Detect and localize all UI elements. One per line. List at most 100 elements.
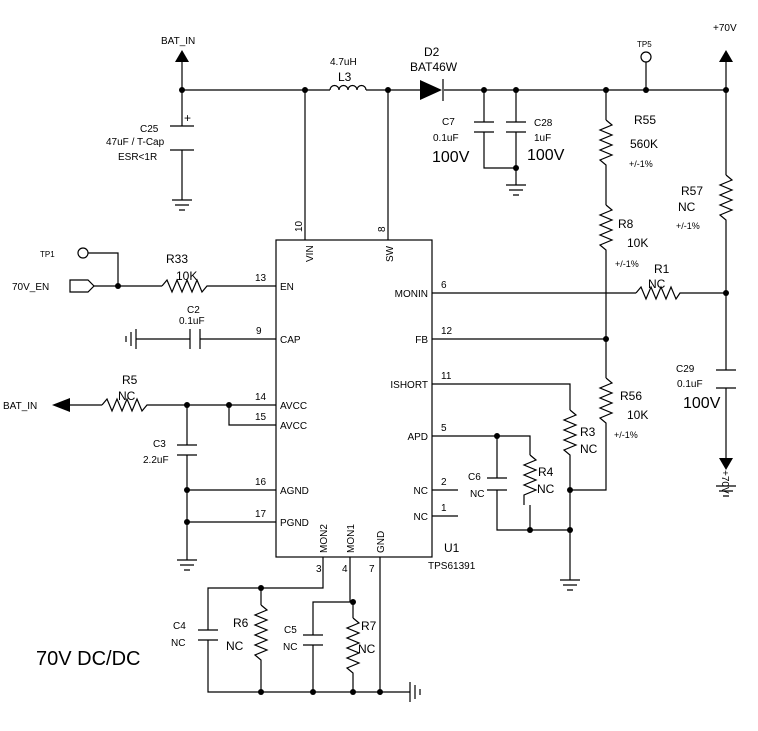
r56-tol: +/-1% xyxy=(614,430,638,440)
c5-ref: C5 xyxy=(284,625,297,636)
components xyxy=(101,79,736,678)
c3-value: 2.2uF xyxy=(143,455,169,466)
ground-icon-cap xyxy=(125,329,137,349)
resistor-r4-icon xyxy=(522,454,538,505)
cap-c3-icon xyxy=(177,444,197,456)
tp5-icon xyxy=(640,51,652,63)
component-labels: 4.7uH L3 D2 BAT46W + C25 47uF / T-Cap ES… xyxy=(106,45,721,656)
net-bat-in-top: BAT_IN xyxy=(161,36,195,47)
r57-tol: +/-1% xyxy=(676,221,700,231)
pin-monin-name: MONIN xyxy=(395,289,428,300)
pin-agnd-name: AGND xyxy=(280,486,309,497)
ground-icon-mon xyxy=(409,682,421,702)
r6-value: NC xyxy=(226,639,244,653)
pin-cap-name: CAP xyxy=(280,335,301,346)
junction-dots xyxy=(115,87,729,695)
resistor-r5-icon xyxy=(101,397,152,413)
pin-ishort-num: 11 xyxy=(441,371,452,382)
pin-agnd-num: 16 xyxy=(255,477,267,488)
net-tp5: TP5 xyxy=(637,40,652,49)
net-tp1: TP1 xyxy=(40,250,55,259)
r1-value: NC xyxy=(648,277,666,291)
r3-value: NC xyxy=(580,442,598,456)
c2-ref: C2 xyxy=(187,305,200,316)
net-70v-bottom: +70V xyxy=(719,470,730,494)
c4-value: NC xyxy=(171,638,185,649)
pin-nc2-num: 2 xyxy=(441,477,447,488)
net-bat-in-left: BAT_IN xyxy=(3,401,37,412)
net-70v-en: 70V_EN xyxy=(12,282,49,293)
cap-c4-icon xyxy=(198,629,218,641)
r55-tol: +/-1% xyxy=(629,159,653,169)
r55-ref: R55 xyxy=(634,113,656,127)
ground-icon-c29 xyxy=(716,485,736,497)
r56-ref: R56 xyxy=(620,389,642,403)
ground-icon-c25 xyxy=(172,199,192,211)
ic-ref: U1 xyxy=(444,541,460,555)
c6-ref: C6 xyxy=(468,472,481,483)
resistor-r1-icon xyxy=(635,285,684,301)
cap-c5-icon xyxy=(303,634,323,646)
c7-voltage: 100V xyxy=(432,149,470,166)
pin-pgnd-num: 17 xyxy=(255,509,267,520)
pin-sw-name: SW xyxy=(385,245,396,262)
r6-ref: R6 xyxy=(233,616,249,630)
r57-ref: R57 xyxy=(681,184,703,198)
wires xyxy=(70,62,727,693)
resistor-r6-icon xyxy=(253,604,269,665)
c28-ref: C28 xyxy=(534,118,553,129)
r8-ref: R8 xyxy=(618,217,634,231)
ground-icon-apd xyxy=(560,579,580,591)
c6-value: NC xyxy=(470,489,484,500)
pin-ishort-name: ISHORT xyxy=(390,380,428,391)
resistor-r55-icon xyxy=(598,119,614,175)
resistor-r7-icon xyxy=(345,617,361,678)
c29-voltage: 100V xyxy=(683,395,721,412)
ground-icon-c3 xyxy=(177,559,197,571)
c4-ref: C4 xyxy=(173,621,186,632)
ic-u1: U1 TPS61391 VIN 10 SW 8 EN 13 CAP 9 AVCC… xyxy=(255,220,476,575)
r8-value: 10K xyxy=(627,236,648,250)
d2-value: BAT46W xyxy=(410,60,458,74)
cap-c28-icon xyxy=(506,121,526,133)
r3-ref: R3 xyxy=(580,425,596,439)
diagram-title: 70V DC/DC xyxy=(36,648,140,670)
pin-en-num: 13 xyxy=(255,273,267,284)
c29-value: 0.1uF xyxy=(677,379,703,390)
resistor-r57-icon xyxy=(718,174,734,230)
pin-mon2-num: 3 xyxy=(316,564,322,575)
c28-voltage: 100V xyxy=(527,147,565,164)
pin-avcc2-num: 15 xyxy=(255,412,267,423)
c25-ref: C25 xyxy=(140,124,159,135)
r5-ref: R5 xyxy=(122,373,138,387)
cap-c2-icon xyxy=(189,329,201,349)
c7-ref: C7 xyxy=(442,117,455,128)
pin-en-name: EN xyxy=(280,282,294,293)
pin-monin-num: 6 xyxy=(441,280,447,291)
ic-part: TPS61391 xyxy=(428,561,476,572)
r7-ref: R7 xyxy=(361,619,377,633)
c28-value: 1uF xyxy=(534,133,551,144)
bat-in-left-arrow-icon xyxy=(52,398,70,412)
diode-d2-icon xyxy=(420,80,442,100)
r57-value: NC xyxy=(678,200,696,214)
c29-ref: C29 xyxy=(676,364,695,375)
resistor-r33-icon xyxy=(161,278,212,294)
pin-sw-num: 8 xyxy=(377,226,388,232)
c5-value: NC xyxy=(283,642,297,653)
resistor-r8-icon xyxy=(598,204,614,262)
pin-nc2-name: NC xyxy=(414,486,428,497)
r5-value: NC xyxy=(118,389,136,403)
cap-c7-icon xyxy=(474,121,494,133)
pin-vin-name: VIN xyxy=(305,245,316,262)
pin-gnd-name: GND xyxy=(376,531,387,553)
c3-ref: C3 xyxy=(153,439,166,450)
resistor-r56-icon xyxy=(598,377,614,432)
c25-extra: ESR<1R xyxy=(118,152,157,163)
pin-avcc2-name: AVCC xyxy=(280,421,307,432)
pin-avcc1-num: 14 xyxy=(255,392,267,403)
c25-polarity: + xyxy=(184,111,191,125)
r8-tol: +/-1% xyxy=(615,259,639,269)
r7-value: NC xyxy=(358,642,376,656)
